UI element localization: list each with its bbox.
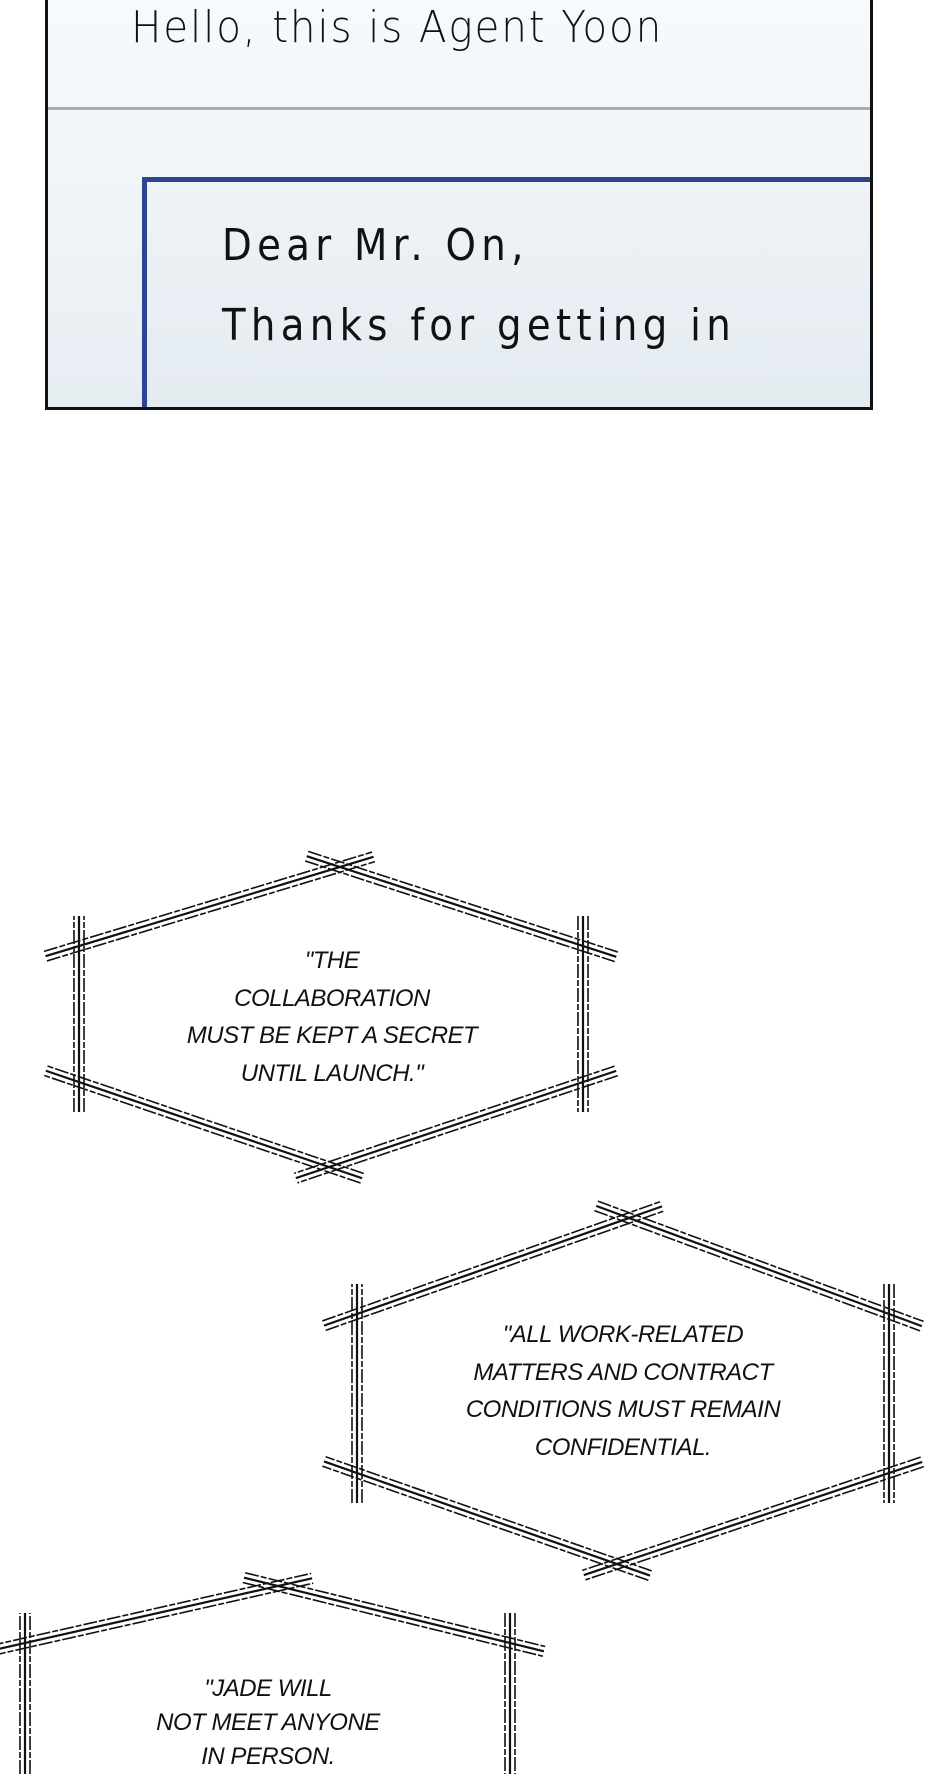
hexagon-edge [595,1204,923,1328]
hexagon-edge [325,1455,652,1572]
hexagon-edge [583,1460,923,1577]
email-body-line: Thanks for getting in [222,300,737,351]
caption-line: MATTERS AND CONTRACT [473,1358,773,1386]
hexagon-edge [306,855,617,958]
hexagon-edge [323,1205,663,1327]
hexagon-edge [297,1074,619,1184]
email-window: Hello, this is Agent Yoon Dear Mr. On, T… [45,0,873,410]
caption-box-2: "ALL WORK-RELATED MATTERS AND CONTRACT C… [465,1316,781,1466]
hexagon-edge [594,1209,921,1332]
caption-line: UNTIL LAUNCH." [240,1059,424,1087]
divider [48,107,870,110]
hexagon-edge [0,1582,314,1655]
caption-line: "THE [304,947,360,974]
hexagon-edge [45,855,374,958]
caption-line: IN PERSON. [201,1743,335,1770]
hexagon-edge [242,1581,543,1657]
hexagon-edge [0,1572,312,1645]
caption-box-1: "THE COLLABORATION MUST BE KEPT A SECRET… [186,942,478,1092]
email-body-line: Dear Mr. On, [222,220,529,271]
email-subject: Hello, this is Agent Yoon [131,2,664,53]
email-body: Dear Mr. On, Thanks for getting in [142,177,870,407]
hexagon-edge [47,1065,365,1175]
hexagon-edge [243,1576,545,1653]
hexagon-edge [581,1456,921,1572]
caption-line: NOT MEET ANYONE [156,1709,380,1736]
hexagon-edge [585,1465,925,1581]
hexagon-edge [295,1069,617,1180]
hexagon-edge [597,1200,924,1323]
hexagon-edge [46,860,376,962]
hexagon-edge [0,1577,313,1650]
hexagon-edge [245,1572,546,1648]
caption-box-3: "JADE WILL NOT MEET ANYONE IN PERSON. [156,1672,380,1774]
hexagon-edge [45,1069,363,1180]
hexagon-edge [322,1200,661,1322]
caption-line: CONDITIONS MUST REMAIN [465,1396,781,1423]
hexagon-edge [308,850,619,953]
hexagon-edge [325,1210,664,1332]
caption-line: MUST BE KEPT A SECRET [186,1022,478,1049]
hexagon-edge [43,851,373,953]
hexagon-edge [322,1465,649,1582]
hexagon-edge [43,1074,361,1184]
caption-line: "ALL WORK-RELATED [502,1321,744,1348]
hexagon-edge [304,860,615,963]
caption-line: COLLABORATION [234,984,430,1012]
caption-line: "JADE WILL [204,1675,332,1702]
hexagon-edge [293,1065,615,1175]
caption-line: CONFIDENTIAL. [534,1433,712,1461]
hexagon-edge [323,1460,651,1577]
